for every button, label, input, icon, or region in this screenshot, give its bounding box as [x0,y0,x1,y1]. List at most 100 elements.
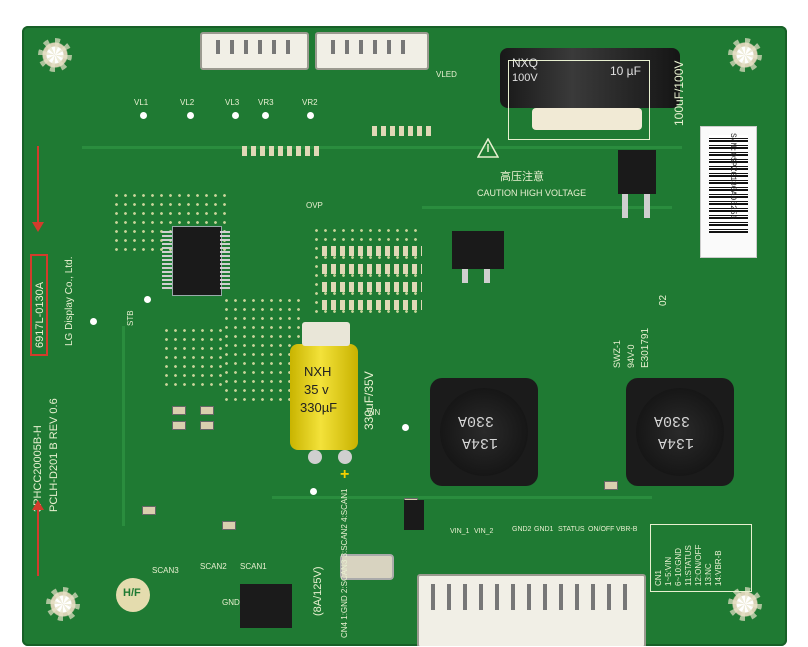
pin-label-vin1: VIN_1 [450,528,470,535]
test-point [144,296,151,303]
cn4-legend: CN4 1:GND 2:SCAN3 3:SCAN2 4:SCAN1 [340,489,349,638]
test-point [232,112,239,119]
cap-value: 330µF [300,400,338,415]
connector-cn1 [417,574,646,646]
pin-label-gnd2: GND2 [512,526,532,533]
pcb-rev: PCLH-D201 B REV 0.6 [48,398,60,512]
mark-code: E301791 [640,327,651,368]
warning-icon [477,138,499,158]
mark-num: 02 [658,294,669,306]
warning-cn: 高压注意 [500,171,544,183]
silk-vr2: VR2 [302,98,318,107]
capacitor-base [532,108,642,130]
trace [272,496,652,499]
mounting-hole [722,581,768,627]
via-grid [222,296,302,406]
hf-text: H/F [123,587,141,599]
warning-en: CAUTION HIGH VOLTAGE [477,188,587,198]
annotation-arrow-down [37,146,39,226]
pin-label-onoff: ON/OFF [588,526,615,533]
test-point [140,112,147,119]
silk-vled: VLED [436,70,457,79]
mounting-hole [722,32,768,78]
solder-lead [308,450,322,464]
fuse-rating: (8A/125V) [312,566,324,616]
maker-name: LG Display Co., Ltd. [64,256,75,346]
smd-pads [322,264,422,274]
silk-vin: VIN [367,408,381,417]
smd-resistor [222,521,236,530]
smd-pads [322,282,422,292]
cn4-line: 2:SCAN3 [340,559,349,594]
inductor-left: 330A 134A [430,378,538,486]
cn4-line: 4:SCAN1 [340,488,349,522]
inductor-core: 330A 134A [636,388,724,476]
smd-pads [372,126,432,136]
cn1-line: 6~10:GND [674,547,683,586]
inductor-right: 330A 134A [626,378,734,486]
serial-sticker: S/N:0SPZG130A05256 [700,126,757,258]
inductor-code: 330A [654,412,691,429]
smd-resistor [200,421,214,430]
connector-cn-top-2 [315,32,429,70]
inductor-code: 134A [462,434,499,451]
smd-pads [322,246,422,256]
pin-label-status: STATUS [558,526,585,533]
trace [422,206,672,209]
smd-resistor [172,406,186,415]
smd-resistor [604,481,618,490]
silk-scan3: SCAN3 [152,566,179,575]
capacitor-holder [302,322,350,346]
cn4-title: CN4 [340,621,349,638]
smd-resistor [142,506,156,515]
test-point [187,112,194,119]
smd-pads [242,146,322,156]
connector-cn4 [240,584,292,628]
cn1-line: 13:NC [704,563,713,586]
test-point [90,318,97,325]
trace [122,326,125,526]
cap-value: 10 µF [610,64,641,78]
arrow-head-up-icon [32,500,44,510]
cn1-legend-box [650,524,752,592]
mosfet [618,150,656,194]
silk-scan2: SCAN2 [200,562,227,571]
pin-label-vin2: VIN_2 [474,528,494,535]
smd-resistor [200,406,214,415]
cn1-title: CN1 [654,569,663,586]
silk-ovp: OVP [306,201,323,210]
pcb-id: 3PHCC20005B-H [32,425,44,512]
silk-vl3: VL3 [225,98,240,107]
silk-stb: STB [126,310,135,326]
pin-label-gnd1: GND1 [534,526,554,533]
cn1-line: 14:VBR-B [714,550,723,586]
silk-scan1: SCAN1 [240,562,267,571]
pcb-board: VL1 VL2 VL3 VR3 VR2 VLED OVP NXQ 100V 10… [22,26,787,646]
smd-pads [322,300,422,310]
part-number-highlight [30,254,48,356]
capacitor-100uf: NXQ 100V 10 µF [500,48,680,108]
silk-vl1: VL1 [134,98,149,107]
mounting-hole [32,32,78,78]
silk-vr3: VR3 [258,98,274,107]
inductor-code: 330A [458,412,495,429]
silk-gnd: GND [222,598,240,607]
mark-flame: 94V-0 [626,344,636,368]
arrow-head-down-icon [32,222,44,232]
smd-resistor [172,421,186,430]
connector-cn-top-1 [200,32,309,70]
mark-swz: SWZ-1 [612,340,622,368]
fuse [340,554,394,580]
cap-voltage: 35 v [304,382,329,397]
test-point [262,112,269,119]
mounting-hole [40,581,86,627]
trace [82,146,682,149]
cn1-line: 1~5:VIN [664,556,673,586]
capacitor-330uf: NXH 35 v 330µF [290,344,358,450]
inductor-core: 330A 134A [440,388,528,476]
cap-brand: NXH [304,364,332,379]
cn1-line: 11:STATUS [684,545,693,586]
solder-lead [338,450,352,464]
barcode [709,135,748,233]
cap-brand: NXQ [512,56,539,70]
